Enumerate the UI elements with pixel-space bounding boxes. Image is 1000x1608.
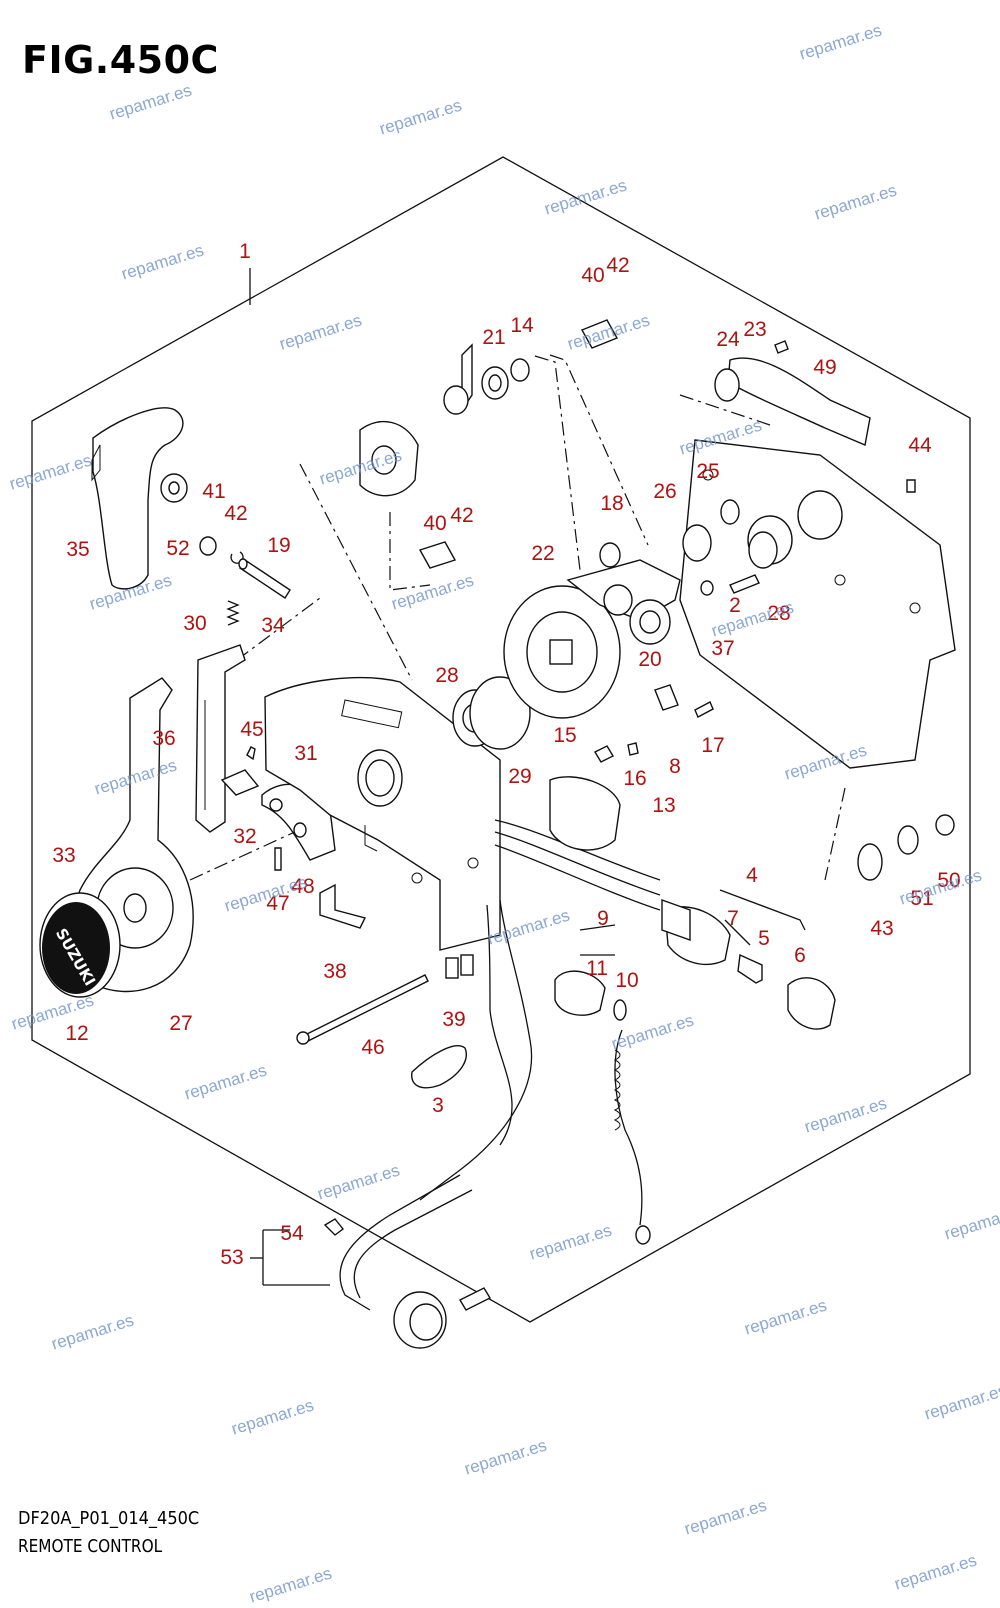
part-label-42: 42 (224, 502, 247, 525)
part-label-9: 9 (597, 907, 609, 930)
part-label-8: 8 (669, 755, 681, 778)
part-label-44: 44 (908, 434, 932, 457)
part-label-20: 20 (638, 648, 661, 671)
part-label-26: 26 (653, 480, 676, 503)
part-label-33: 33 (52, 844, 75, 867)
grommet-icon (857, 843, 883, 881)
lanyard-icon (613, 1029, 651, 1245)
part-label-27: 27 (169, 1012, 192, 1035)
part-label-10: 10 (615, 969, 638, 992)
part-label-37: 37 (711, 637, 734, 660)
part-label-48: 48 (291, 875, 314, 898)
figure-title: FIG.450C (22, 38, 219, 82)
part-label-19: 19 (267, 534, 290, 557)
throttle-bracket-icon (566, 559, 681, 645)
cover-plate-top-icon (714, 357, 871, 446)
part-label-54: 54 (280, 1222, 304, 1245)
part-label-14: 14 (510, 314, 534, 337)
part-label-22: 22 (531, 542, 554, 565)
key-icon (737, 953, 763, 984)
part-label-5: 5 (758, 927, 770, 950)
part-label-15: 15 (553, 724, 576, 747)
part-label-23: 23 (743, 318, 766, 341)
part-label-16: 16 (623, 767, 646, 790)
lever-bracket-icon (195, 644, 246, 833)
leader-lines (189, 354, 846, 950)
part-label-24: 24 (716, 328, 740, 351)
stop-switch-icon (554, 970, 627, 1021)
clip-icon (319, 883, 367, 929)
part-label-39: 39 (442, 1008, 465, 1031)
part-label-38: 38 (323, 960, 346, 983)
part-label-34: 34 (261, 614, 285, 637)
part-label-47: 47 (266, 892, 289, 915)
part-label-50: 50 (937, 869, 960, 892)
part-label-30: 30 (183, 612, 206, 635)
cable-clamp-icon (443, 343, 530, 415)
part-label-45: 45 (240, 718, 263, 741)
wire-harness-icon (323, 899, 533, 1349)
part-label-43: 43 (870, 917, 893, 940)
frame-outline (31, 156, 971, 1323)
ignition-switch-icon (549, 776, 731, 966)
long-bolt-icon (296, 974, 429, 1045)
part-label-21: 21 (482, 326, 505, 349)
part-label-13: 13 (652, 794, 675, 817)
neutral-switch-icon (654, 684, 679, 711)
part-label-32: 32 (233, 825, 256, 848)
part-label-28: 28 (435, 664, 458, 687)
cover-plate-icon (411, 1045, 467, 1089)
part-label-1: 1 (239, 240, 251, 263)
part-label-12: 12 (65, 1022, 88, 1045)
part-label-11: 11 (586, 957, 608, 980)
part-label-40: 40 (423, 512, 446, 535)
part-label-51: 51 (910, 887, 933, 910)
part-label-18: 18 (600, 492, 623, 515)
fuse-clip-icon (445, 954, 474, 979)
housing-cover-icon (679, 439, 956, 769)
part-label-6: 6 (794, 944, 806, 967)
part-label-7: 7 (727, 907, 739, 930)
part-label-42: 42 (606, 254, 629, 277)
part-label-42: 42 (450, 504, 473, 527)
part-label-28: 28 (767, 602, 790, 625)
diagram-code: DF20A_P01_014_450C (18, 1508, 200, 1529)
part-label-41: 41 (202, 480, 225, 503)
friction-plate-icon (503, 585, 621, 719)
key-cap-icon (787, 977, 836, 1030)
remote-control-housing-icon (264, 676, 531, 951)
part-label-52: 52 (166, 537, 189, 560)
part-label-25: 25 (696, 460, 719, 483)
part-number-labels: 1234567891011121314151617181920212223242… (52, 240, 960, 1269)
part-label-53: 53 (220, 1246, 243, 1269)
part-label-49: 49 (813, 356, 836, 379)
pin-icon (238, 558, 291, 599)
part-label-2: 2 (729, 594, 741, 617)
diagram-caption: REMOTE CONTROL (18, 1536, 163, 1557)
part-label-3: 3 (432, 1094, 444, 1117)
part-label-29: 29 (508, 765, 531, 788)
cable-holder-icon (359, 420, 419, 497)
small-plate-icon (220, 769, 260, 796)
part-label-46: 46 (361, 1036, 384, 1059)
part-label-36: 36 (152, 727, 175, 750)
part-label-31: 31 (294, 742, 317, 765)
part-label-4: 4 (746, 864, 758, 887)
part-label-17: 17 (701, 734, 724, 757)
suzuki-emblem-cap-icon: SUZUKI (39, 892, 121, 998)
part-label-40: 40 (581, 264, 604, 287)
part-label-35: 35 (66, 538, 89, 561)
lever-handle-icon (91, 407, 184, 590)
